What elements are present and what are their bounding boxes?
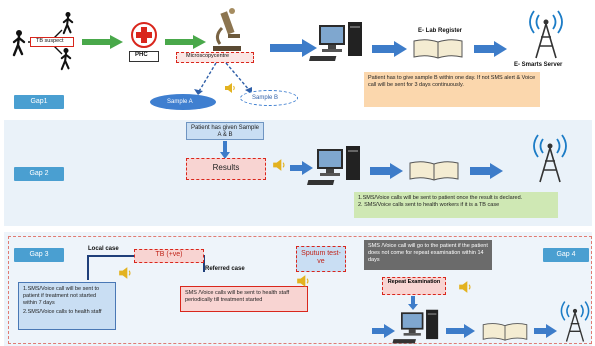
arrow-blue <box>270 39 317 57</box>
speaker-icon <box>225 83 235 93</box>
speaker-icon <box>459 281 471 293</box>
arrow-blue <box>534 324 557 338</box>
signal-tower-icon <box>529 10 563 59</box>
sputum-test-box <box>296 246 346 272</box>
phc-label: PHC <box>135 52 148 58</box>
gap4-label: Gap 4 <box>543 248 589 262</box>
repeat-exam-box <box>382 277 446 295</box>
arrow-blue <box>372 41 407 57</box>
register-book-icon <box>413 39 463 59</box>
results-label: Results <box>212 163 240 172</box>
local-case-note: 1.SMS/Voice call will be sent to patient… <box>18 282 116 330</box>
arrow-blue <box>474 41 507 57</box>
tb-suspect-label: TB suspect <box>36 38 64 44</box>
gap3-label: Gap 3 <box>14 248 64 262</box>
tb-positive-label: TB (+ve) <box>155 251 183 258</box>
patient-given-box: Patient has given Sample A & B <box>186 122 264 140</box>
referred-case-note: SMS /Voice calls will be sent to health … <box>180 286 308 312</box>
result-note-line1: 1.SMS/Voice calls will be sent to patien… <box>358 195 523 201</box>
gap2-label: Gap 2 <box>14 167 64 181</box>
sample-a-ellipse <box>150 94 216 110</box>
speaker-icon <box>297 275 309 287</box>
result-note: 1.SMS/Voice calls will be sent to patien… <box>354 192 558 218</box>
signal-tower-icon <box>560 301 590 342</box>
arrow-blue <box>370 163 403 179</box>
e-lab-register-label: E- Lab Register <box>418 28 463 34</box>
computer-icon <box>309 22 362 61</box>
tb-suspect-box <box>30 37 74 47</box>
computer-icon <box>392 309 439 344</box>
arrow-green <box>82 35 123 49</box>
local-note-line2: 2.SMS/Voice calls to health staff <box>23 309 102 315</box>
register-book-icon <box>482 323 528 341</box>
arrow-down <box>408 296 418 310</box>
microscopy-centre-label: Microscopycentre <box>186 53 230 59</box>
results-box <box>186 158 266 180</box>
local-case-label: Local case <box>88 246 119 252</box>
walking-person-icon <box>12 30 26 57</box>
local-note-line1: 1.SMS/Voice call will be sent to patient… <box>23 286 100 306</box>
arrow-down <box>220 141 230 159</box>
walking-person-icon <box>62 12 74 35</box>
sample-a-label: Sample A <box>167 99 193 105</box>
phc-box <box>129 51 159 62</box>
repeat-exam-label: Repeat Examination <box>387 279 441 285</box>
hospital-cross-icon <box>131 22 157 48</box>
sample-b-note: Patient has to give sample B within one … <box>364 72 540 107</box>
arrow-green <box>165 35 206 49</box>
sample-b-label: Sample B <box>252 95 279 101</box>
sample-b-ellipse <box>240 90 298 106</box>
arrow-blue <box>446 324 475 338</box>
result-note-line2: 2. SMS/Voice calls sent to health worker… <box>358 202 500 208</box>
arrow-blue <box>290 161 313 175</box>
e-smarts-server-label: E- Smarts Server <box>514 62 563 68</box>
referred-case-label: Referred case <box>205 266 245 272</box>
gap1-label: Gap1 <box>14 95 64 109</box>
microscopy-centre-box <box>176 52 254 63</box>
microscope-icon <box>213 8 241 51</box>
speaker-icon <box>119 267 131 279</box>
walking-person-icon <box>60 48 72 71</box>
signal-tower-icon <box>533 134 567 183</box>
arrow-blue <box>372 324 395 338</box>
arrow-blue <box>470 163 503 179</box>
computer-icon <box>307 146 360 185</box>
sputum-test-label: Sputum test- ve <box>301 250 341 265</box>
sputum-note: SMS /Voice call will go to the patient i… <box>364 240 492 270</box>
register-book-icon <box>409 161 459 181</box>
speaker-icon <box>273 159 285 171</box>
tb-positive-box <box>134 249 204 263</box>
gap3-frame <box>8 236 592 344</box>
